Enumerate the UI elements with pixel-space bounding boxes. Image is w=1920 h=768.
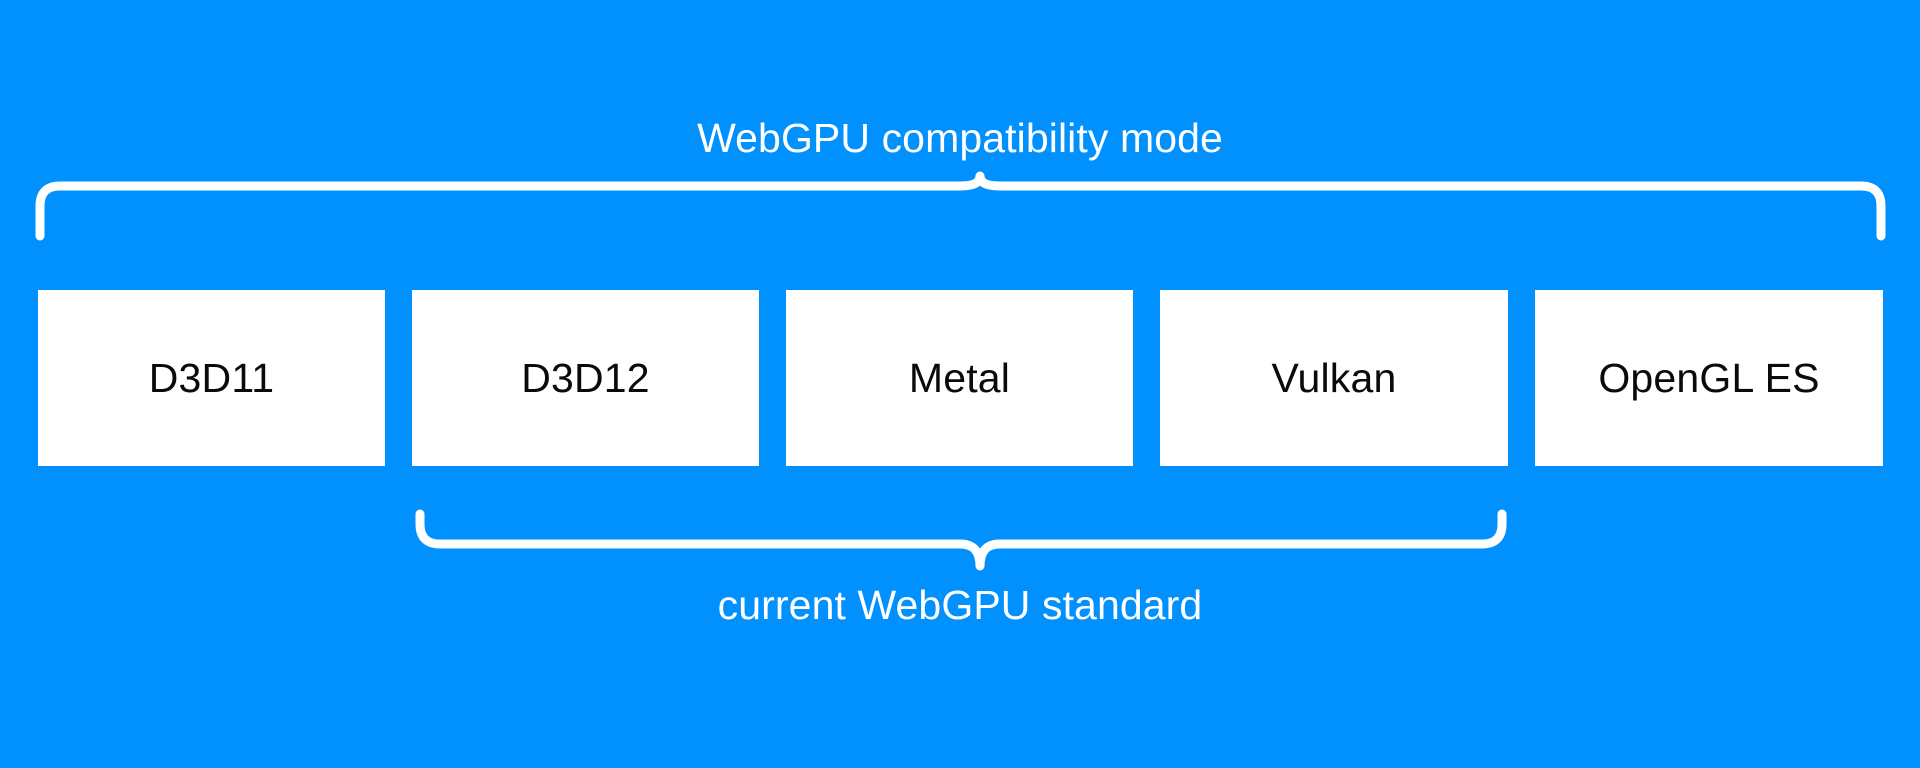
api-box-d3d11[interactable]: D3D11 <box>38 290 385 466</box>
api-box-vulkan[interactable]: Vulkan <box>1160 290 1508 466</box>
api-box-metal[interactable]: Metal <box>786 290 1133 466</box>
top-brace-label: WebGPU compatibility mode <box>697 115 1223 161</box>
api-box-label: OpenGL ES <box>1598 355 1820 401</box>
api-box-d3d12[interactable]: D3D12 <box>412 290 759 466</box>
api-box-label: Vulkan <box>1271 355 1397 401</box>
bottom-brace-icon <box>415 509 1507 571</box>
api-box-row: D3D11 D3D12 Metal Vulkan OpenGL ES <box>0 290 1920 466</box>
api-box-label: Metal <box>908 355 1011 401</box>
api-box-opengl-es[interactable]: OpenGL ES <box>1535 290 1883 466</box>
api-box-label: D3D12 <box>521 355 650 401</box>
top-brace-icon <box>35 171 1886 241</box>
bottom-brace-label: current WebGPU standard <box>717 582 1203 628</box>
api-box-label: D3D11 <box>148 355 275 401</box>
